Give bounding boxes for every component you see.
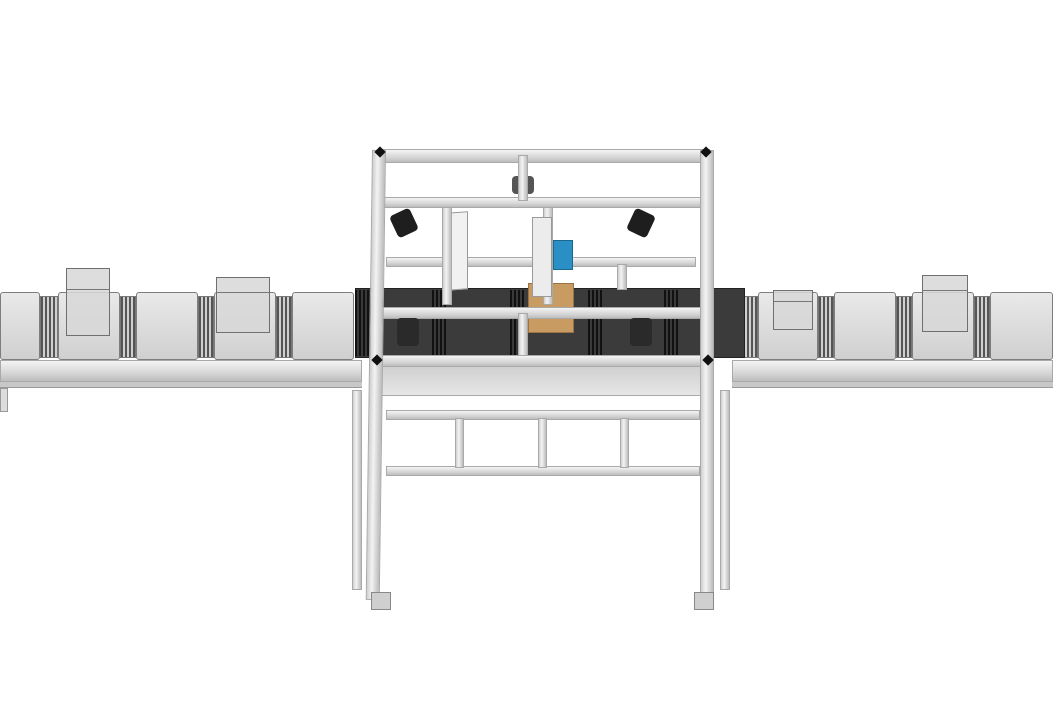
- box-seam: [67, 289, 109, 290]
- right-conveyor-rail-lower: [732, 382, 1053, 388]
- belt-panel: [136, 292, 198, 360]
- frame-middle-bar: [380, 307, 708, 319]
- belt-roller: [974, 296, 990, 358]
- belt-roller: [276, 296, 292, 358]
- leveling-foot: [694, 592, 714, 610]
- belt-panel: [292, 292, 354, 360]
- belt-roller: [120, 296, 136, 358]
- scanner-panel: [532, 217, 552, 297]
- camera: [388, 207, 420, 239]
- package-box: [773, 290, 813, 330]
- left-conveyor-end-post: [0, 388, 8, 412]
- left-conveyor-rail-lower: [0, 382, 362, 388]
- belt-gap: [588, 290, 602, 356]
- leveling-foot: [371, 592, 391, 610]
- left-conveyor-rail: [0, 360, 362, 382]
- belt-roller: [896, 296, 912, 358]
- frame-upper-crossbar: [382, 197, 704, 208]
- belt-panel: [0, 292, 40, 360]
- belt-gap: [664, 290, 678, 356]
- right-conveyor-rail: [732, 360, 1053, 382]
- belt-gap: [355, 290, 369, 356]
- camera: [397, 318, 419, 346]
- scanner-post: [442, 205, 452, 305]
- rear-post: [617, 264, 627, 290]
- box-seam: [217, 292, 269, 293]
- camera: [625, 207, 657, 239]
- belt-panel: [834, 292, 896, 360]
- lower-frame-post: [538, 418, 547, 468]
- scanner-camera: [553, 240, 573, 270]
- belt-gap: [432, 290, 446, 356]
- lower-frame-post: [620, 418, 629, 468]
- box-seam: [774, 301, 812, 302]
- frame-base-plate: [378, 366, 708, 396]
- box-seam: [923, 290, 967, 291]
- frame-top-center-post: [518, 155, 528, 201]
- package-box: [922, 275, 968, 332]
- belt-panel: [990, 292, 1053, 360]
- frame-center-post: [518, 313, 528, 359]
- belt-roller: [818, 296, 834, 358]
- package-box: [216, 277, 270, 333]
- support-leg: [352, 390, 362, 590]
- belt-roller: [198, 296, 214, 358]
- frame-right-post: [700, 150, 714, 600]
- package-box: [66, 268, 110, 336]
- belt-roller: [40, 296, 58, 358]
- support-leg: [720, 390, 730, 590]
- frame-top-bar: [378, 149, 710, 163]
- camera: [630, 318, 652, 346]
- left-conveyor: [0, 288, 362, 412]
- lower-frame-post: [455, 418, 464, 468]
